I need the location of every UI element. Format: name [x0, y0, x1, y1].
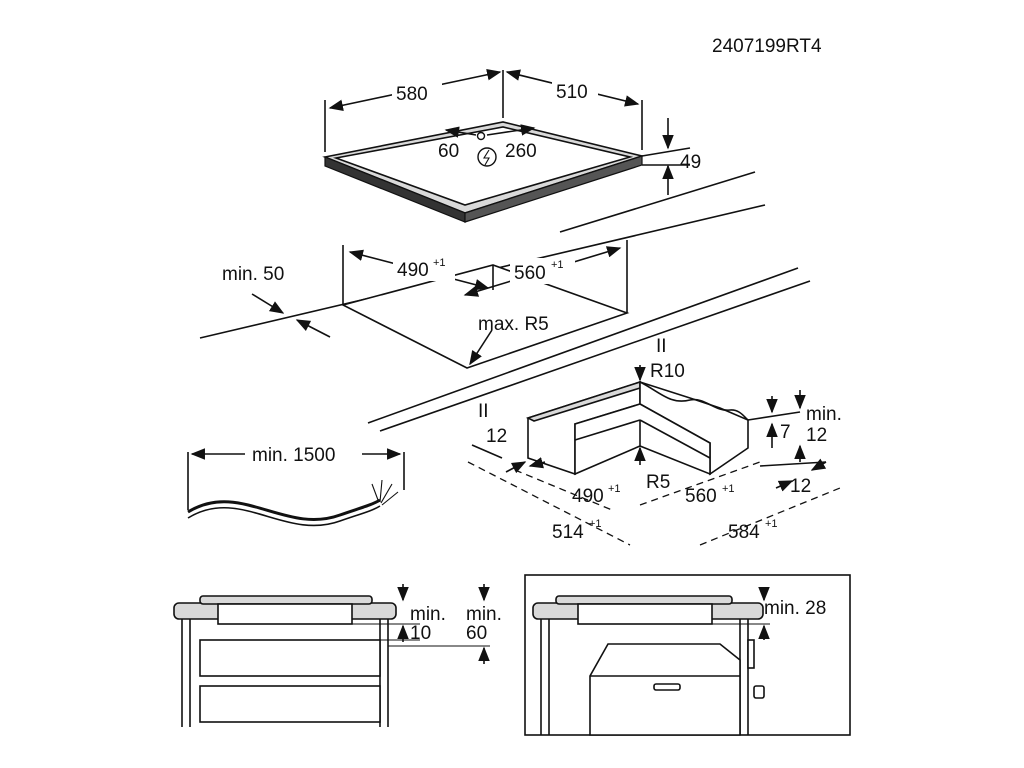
- drawer-min-value-a: 10: [410, 623, 431, 644]
- cutout-min-front-label: min. 50: [222, 264, 284, 285]
- inner-depth-label: 490: [572, 486, 604, 507]
- drawer-bottom: [199, 685, 381, 723]
- outer-radius-label: R10: [650, 361, 685, 382]
- inner-radius-label: R5: [646, 472, 670, 493]
- cable-offset-left-label: 60: [438, 141, 459, 162]
- drawer-min-label-b: min.: [466, 604, 502, 625]
- oven-hob-section: [555, 595, 733, 605]
- worktop-edge-top: [559, 171, 756, 233]
- parallel-mark-right: II: [656, 336, 667, 357]
- install-oven: min. 28: [524, 574, 851, 736]
- drawer-min-label-a: min.: [410, 604, 446, 625]
- cable-length-label: min. 1500: [252, 445, 335, 466]
- inner-width-tol: +1: [722, 483, 735, 495]
- hob-illustration: 580 510 49 60 260: [322, 69, 756, 233]
- cutout-illustration: 490 +1 560 +1 max. R5 min. 50: [199, 204, 811, 432]
- hob-body: [217, 603, 353, 625]
- cutout-width-tol: +1: [551, 259, 564, 271]
- frame-detail: II II R10 R5 12 490 +1 560 +1 514 +1 584…: [467, 336, 842, 546]
- back-margin-label: 12: [790, 476, 811, 497]
- drawer-min-value-b: 60: [466, 623, 487, 644]
- cable-entry-point: [476, 131, 486, 141]
- power-cable: [187, 498, 381, 521]
- cutout-depth-label: 490: [397, 260, 429, 281]
- cutout-radius-label: max. R5: [478, 314, 549, 335]
- drawer-top: [199, 639, 381, 677]
- hob-width-label: 580: [396, 84, 428, 105]
- outer-depth-tol: +1: [589, 518, 602, 530]
- outer-depth-guide: [467, 461, 631, 546]
- cutout-depth-tol: +1: [433, 257, 446, 269]
- outer-width-label: 584: [728, 522, 760, 543]
- oven-min-label: min. 28: [764, 598, 826, 619]
- side-margin-label: 12: [486, 426, 507, 447]
- outer-width-tol: +1: [765, 518, 778, 530]
- min-value: 12: [806, 425, 827, 446]
- cable-offset-right-label: 260: [505, 141, 537, 162]
- parallel-mark-left: II: [478, 401, 489, 422]
- drawing-code: 2407199RT4: [712, 36, 822, 57]
- outer-width-guide: [699, 487, 841, 546]
- oven-knob: [753, 685, 765, 699]
- inner-depth-tol: +1: [608, 483, 621, 495]
- hob-height-label: 49: [680, 152, 701, 173]
- inner-width-label: 560: [685, 486, 717, 507]
- cable-illustration: min. 1500: [187, 445, 405, 527]
- hob-depth-label: 510: [556, 82, 588, 103]
- cable-wire-ends: [371, 479, 399, 506]
- min-label: min.: [806, 404, 842, 425]
- install-drawers: min. 10 min. 60: [173, 584, 502, 727]
- hob-section: [199, 595, 373, 605]
- electric-warning-icon: [477, 147, 497, 167]
- oven-hob-body: [577, 603, 713, 625]
- cutout-width-label: 560: [514, 263, 546, 284]
- step-height-label: 7: [780, 422, 791, 443]
- outer-depth-label: 514: [552, 522, 584, 543]
- frame-break-line: [639, 381, 749, 421]
- oven-handle: [653, 683, 681, 691]
